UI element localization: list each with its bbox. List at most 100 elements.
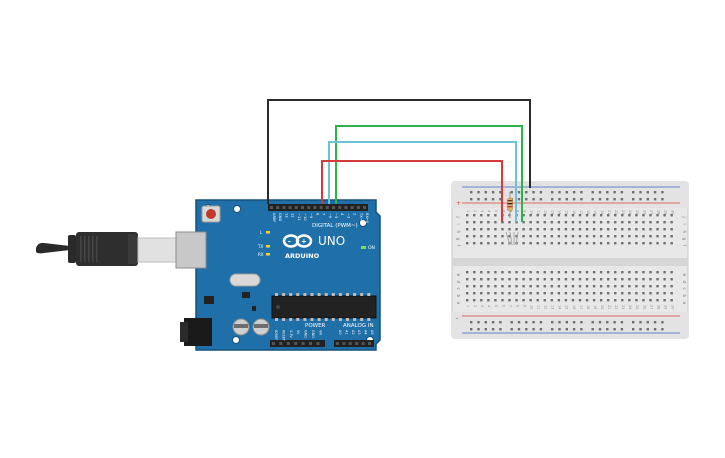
breadboard-hole[interactable] [571,271,575,274]
breadboard-hole[interactable] [642,299,645,302]
breadboard-hole[interactable] [628,221,631,224]
breadboard-hole[interactable] [529,292,532,295]
breadboard-hole[interactable] [536,228,539,231]
breadboard-hole[interactable] [550,235,553,238]
digital-pin-hole[interactable] [276,206,280,209]
breadboard-hole[interactable] [564,228,568,231]
breadboard-hole[interactable] [670,299,673,302]
breadboard-hole[interactable] [564,292,568,295]
rail-hole[interactable] [525,198,528,201]
breadboard-hole[interactable] [522,271,525,274]
breadboard-hole[interactable] [607,299,610,302]
breadboard-hole[interactable] [473,242,476,245]
rail-hole[interactable] [606,191,609,194]
breadboard-hole[interactable] [649,278,652,281]
rail-hole[interactable] [632,321,635,324]
breadboard-hole[interactable] [670,285,673,288]
breadboard-hole[interactable] [564,235,568,238]
rail-hole[interactable] [525,191,528,194]
breadboard-hole[interactable] [578,235,582,238]
rail-hole[interactable] [613,328,616,331]
breadboard-hole[interactable] [557,242,561,245]
breadboard-hole[interactable] [656,299,659,302]
breadboard-hole[interactable] [670,214,673,217]
breadboard-hole[interactable] [487,285,490,288]
breadboard-hole[interactable] [508,235,511,238]
rail-hole[interactable] [499,328,502,331]
breadboard-hole[interactable] [592,299,596,302]
breadboard-hole[interactable] [656,228,659,231]
rail-hole[interactable] [477,328,480,331]
breadboard-hole[interactable] [635,292,638,295]
breadboard-hole[interactable] [621,292,624,295]
rail-hole[interactable] [653,321,657,324]
wire-green[interactable] [335,125,523,222]
breadboard-hole[interactable] [571,278,575,281]
breadboard-hole[interactable] [508,285,511,288]
breadboard-hole[interactable] [543,271,546,274]
rail-hole[interactable] [661,191,664,194]
rail-hole[interactable] [491,198,495,201]
breadboard-hole[interactable] [599,299,603,302]
digital-pin-hole[interactable] [363,206,366,209]
breadboard-hole[interactable] [628,285,631,288]
breadboard-hole[interactable] [649,285,652,288]
breadboard-hole[interactable] [473,221,476,224]
breadboard-hole[interactable] [473,271,476,274]
breadboard-hole[interactable] [466,299,469,302]
rail-hole[interactable] [632,198,635,201]
rail-hole[interactable] [551,328,554,331]
breadboard-hole[interactable] [663,221,666,224]
breadboard-hole[interactable] [501,221,504,224]
analog-pin-hole[interactable] [361,342,365,345]
breadboard-hole[interactable] [599,292,603,295]
rail-hole[interactable] [591,198,594,201]
breadboard-hole[interactable] [536,271,539,274]
breadboard-hole[interactable] [578,214,582,217]
rail-hole[interactable] [532,191,535,194]
breadboard-hole[interactable] [642,285,645,288]
rail-hole[interactable] [661,321,664,324]
power-header[interactable] [270,340,325,347]
rail-hole[interactable] [606,328,609,331]
breadboard-hole[interactable] [557,278,561,281]
rail-hole[interactable] [572,198,576,201]
rail-hole[interactable] [620,321,624,324]
rail-hole[interactable] [517,198,521,201]
breadboard-hole[interactable] [508,228,511,231]
breadboard-hole[interactable] [557,228,561,231]
wire-cyan[interactable] [328,141,517,222]
breadboard-hole[interactable] [522,278,525,281]
breadboard-hole[interactable] [480,292,483,295]
rail-hole[interactable] [646,198,649,201]
breadboard-hole[interactable] [543,228,546,231]
breadboard-hole[interactable] [670,278,673,281]
breadboard-hole[interactable] [592,228,596,231]
breadboard-hole[interactable] [557,299,561,302]
breadboard-hole[interactable] [550,242,553,245]
breadboard-hole[interactable] [522,299,525,302]
rail-hole[interactable] [639,198,642,201]
rail-hole[interactable] [551,198,554,201]
breadboard-hole[interactable] [670,271,673,274]
breadboard-hole[interactable] [585,285,589,288]
breadboard-hole[interactable] [473,299,476,302]
rail-hole[interactable] [491,328,495,331]
rail-hole[interactable] [499,321,502,324]
breadboard-hole[interactable] [663,228,666,231]
breadboard-hole[interactable] [571,221,575,224]
rail-hole[interactable] [525,321,528,324]
rgb-led[interactable] [505,231,519,246]
rail-hole[interactable] [598,198,602,201]
breadboard-hole[interactable] [628,299,631,302]
breadboard-hole[interactable] [543,278,546,281]
breadboard-hole[interactable] [494,214,497,217]
breadboard-hole[interactable] [621,235,624,238]
breadboard-hole[interactable] [585,228,589,231]
breadboard-hole[interactable] [642,271,645,274]
breadboard-hole[interactable] [557,285,561,288]
breadboard-hole[interactable] [480,228,483,231]
breadboard-hole[interactable] [599,235,603,238]
breadboard-hole[interactable] [635,271,638,274]
